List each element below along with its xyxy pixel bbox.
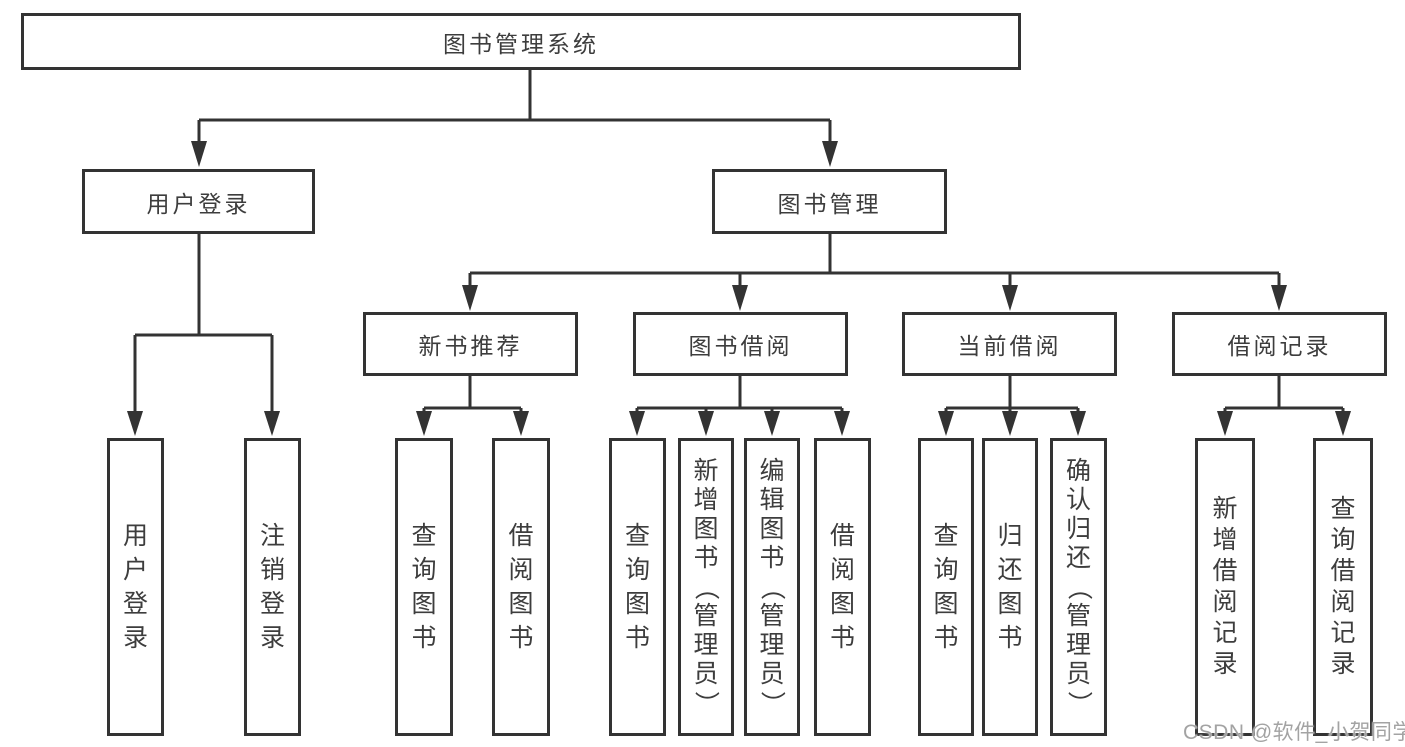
leaf-query-books: 查询图书 [395, 438, 453, 736]
arrowhead [764, 411, 780, 436]
node-label: 新书推荐 [418, 333, 523, 359]
node-current-borrowing: 当前借阅 [902, 312, 1117, 376]
leaf-label: 编辑图书（管理员） [758, 456, 787, 716]
arrowheads [127, 141, 1351, 436]
leaf-label: 用户登录 [122, 521, 148, 652]
leaf-label: 新增图书（管理员） [692, 456, 721, 716]
node-label: 当前借阅 [957, 333, 1062, 359]
arrowhead [191, 141, 207, 167]
leaf-label: 借阅图书 [508, 521, 534, 652]
node-new-book-recommendation: 新书推荐 [363, 312, 578, 376]
leaf-label: 新增借阅记录 [1212, 495, 1238, 678]
leaf-add-book-admin: 新增图书（管理员） [678, 438, 734, 736]
arrowhead [1271, 285, 1287, 311]
leaf-edit-book-admin: 编辑图书（管理员） [744, 438, 800, 736]
leaf-user-login: 用户登录 [107, 438, 164, 736]
leaf-label: 查询借阅记录 [1330, 495, 1356, 678]
node-label: 图书借阅 [688, 333, 793, 359]
arrowhead [1335, 411, 1351, 436]
node-label: 借阅记录 [1227, 333, 1332, 359]
arrowhead [127, 411, 143, 436]
node-book-borrowing: 图书借阅 [633, 312, 848, 376]
leaf-label: 借阅图书 [829, 521, 855, 652]
arrowhead [416, 411, 432, 436]
watermark-text: CSDN @软件_小贺同学 [1183, 721, 1405, 744]
arrowhead [1002, 411, 1018, 436]
leaf-query-borrow-record: 查询借阅记录 [1313, 438, 1373, 736]
arrowhead [938, 411, 954, 436]
leaf-label: 确认归还（管理员） [1064, 456, 1093, 716]
node-label: 图书管理 [777, 190, 882, 217]
leaf-label: 注销登录 [259, 521, 285, 652]
arrowhead [462, 285, 478, 311]
arrowhead [834, 411, 850, 436]
leaf-query-books: 查询图书 [609, 438, 666, 736]
arrowhead [732, 285, 748, 311]
arrowhead [822, 141, 838, 167]
node-book-management: 图书管理 [712, 169, 947, 234]
node-library-system: 图书管理系统 [21, 13, 1021, 70]
leaf-logout: 注销登录 [244, 438, 301, 736]
leaf-label: 查询图书 [411, 521, 437, 652]
leaf-return-books: 归还图书 [982, 438, 1038, 736]
leaf-label: 查询图书 [624, 521, 650, 652]
arrowhead [1002, 285, 1018, 311]
leaf-confirm-return-admin: 确认归还（管理员） [1050, 438, 1107, 736]
arrowhead [1217, 411, 1233, 436]
leaf-query-books: 查询图书 [918, 438, 974, 736]
node-label: 用户登录 [146, 190, 251, 217]
node-label: 图书管理系统 [443, 30, 599, 57]
leaf-add-borrow-record: 新增借阅记录 [1195, 438, 1255, 736]
leaf-label: 查询图书 [933, 521, 959, 652]
leaf-borrow-books: 借阅图书 [492, 438, 550, 736]
node-user-login: 用户登录 [82, 169, 315, 234]
node-borrowing-records: 借阅记录 [1172, 312, 1387, 376]
leaf-borrow-books: 借阅图书 [814, 438, 871, 736]
arrowhead [513, 411, 529, 436]
leaf-label: 归还图书 [997, 521, 1023, 652]
arrowhead [1070, 411, 1086, 436]
arrowhead [698, 411, 714, 436]
arrowhead [629, 411, 645, 436]
arrowhead [264, 411, 280, 436]
